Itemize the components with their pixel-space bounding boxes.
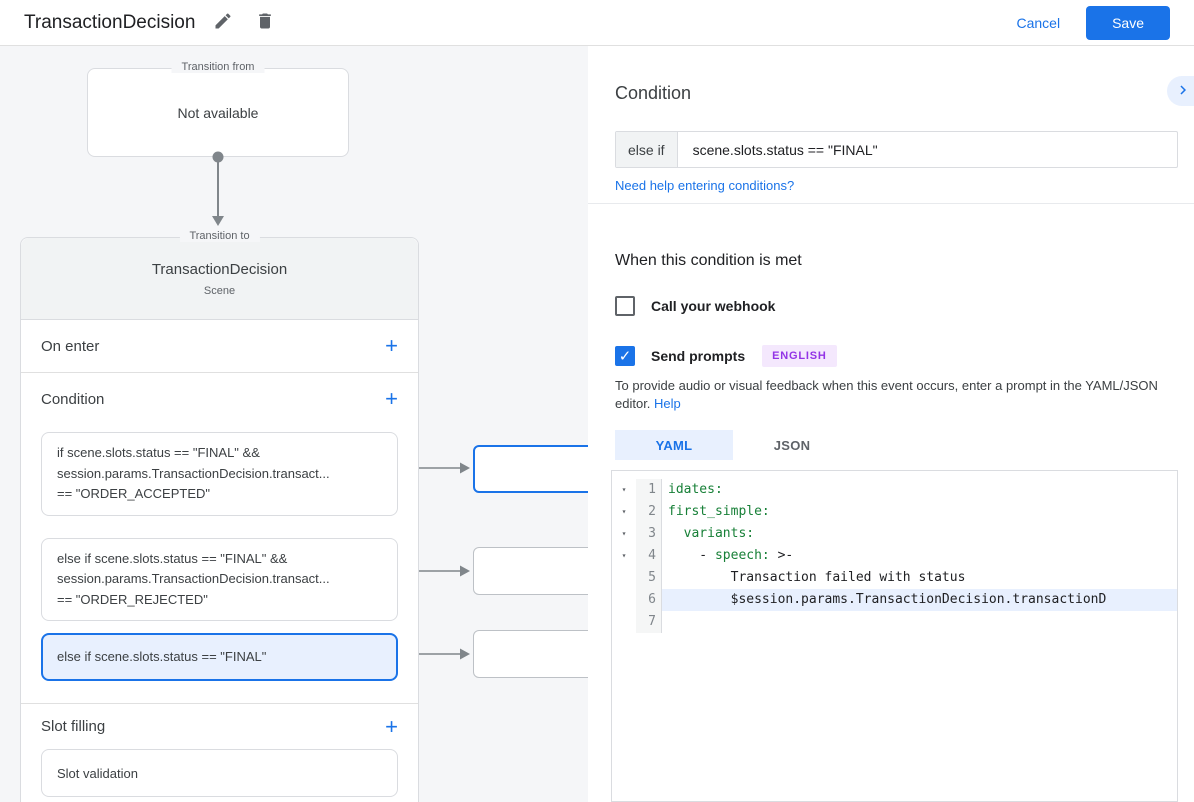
condition-card-order-accepted[interactable]: if scene.slots.status == "FINAL" && sess… bbox=[41, 432, 398, 516]
fold-arrow-icon[interactable]: ▾ bbox=[612, 545, 636, 567]
chevron-right-icon bbox=[1174, 81, 1192, 102]
transition-from-legend: Transition from bbox=[171, 61, 265, 73]
condition-help-link[interactable]: Need help entering conditions? bbox=[615, 178, 795, 193]
panel-divider bbox=[588, 203, 1194, 204]
save-button[interactable]: Save bbox=[1086, 5, 1170, 40]
panel-subheading: When this condition is met bbox=[615, 252, 802, 269]
transition-to-legend: Transition to bbox=[179, 230, 260, 242]
trash-icon bbox=[255, 11, 275, 34]
code-line: ▾ 4 - speech: >- bbox=[612, 545, 1177, 567]
delete-button[interactable] bbox=[251, 9, 279, 37]
call-webhook-checkbox[interactable] bbox=[615, 296, 635, 316]
condition-label: Condition bbox=[41, 390, 105, 408]
code-line: 5 Transaction failed with status bbox=[612, 567, 1177, 589]
panel-heading: Condition bbox=[615, 83, 692, 103]
transition-target-box-3[interactable] bbox=[473, 630, 588, 678]
editor-tabs: YAML JSON bbox=[615, 430, 851, 460]
check-icon: ✓ bbox=[618, 348, 632, 365]
on-enter-section: On enter + bbox=[21, 320, 418, 373]
scene-diagram-canvas: Transition from Not available Transition… bbox=[0, 46, 588, 802]
condition-card-final-selected[interactable]: else if scene.slots.status == "FINAL" bbox=[41, 633, 398, 681]
page-title: TransactionDecision bbox=[24, 11, 196, 33]
language-badge: ENGLISH bbox=[762, 345, 837, 367]
code-line: ▾ 2 first_simple: bbox=[612, 501, 1177, 523]
code-line: ▾ 1 idates: bbox=[612, 479, 1177, 501]
condition-card-order-rejected[interactable]: else if scene.slots.status == "FINAL" &&… bbox=[41, 537, 398, 621]
code-line-highlighted: 6 $session.params.TransactionDecision.tr… bbox=[612, 589, 1177, 611]
condition-expression-input[interactable] bbox=[677, 132, 1177, 167]
fold-arrow-icon[interactable]: ▾ bbox=[612, 501, 636, 523]
transition-from-content: Not available bbox=[177, 104, 259, 121]
edit-button[interactable] bbox=[209, 9, 237, 37]
call-webhook-label: Call your webhook bbox=[651, 298, 776, 314]
slot-validation-card[interactable]: Slot validation bbox=[41, 749, 398, 797]
fold-arrow-icon[interactable]: ▾ bbox=[612, 523, 636, 545]
condition-section: Condition + if scene.slots.status == "FI… bbox=[21, 373, 418, 704]
condition-detail-panel: Condition else if Need help entering con… bbox=[588, 46, 1194, 802]
scene-subtitle: Scene bbox=[203, 284, 236, 297]
add-slot-button[interactable]: + bbox=[385, 713, 398, 739]
top-bar: TransactionDecision Cancel Save bbox=[0, 0, 1194, 46]
condition-expression-row: else if bbox=[615, 131, 1178, 168]
slot-filling-label: Slot filling bbox=[41, 718, 106, 735]
code-line: 7 bbox=[612, 611, 1177, 633]
add-on-enter-button[interactable]: + bbox=[385, 333, 398, 358]
slot-filling-section: Slot filling + Slot validation bbox=[21, 704, 418, 797]
yaml-code-editor[interactable]: ▾ 1 idates: ▾ 2 first_simple: ▾ 3 varian… bbox=[611, 470, 1178, 802]
add-condition-button[interactable]: + bbox=[385, 386, 398, 411]
transition-target-box-1[interactable] bbox=[473, 445, 588, 493]
webhook-row: Call your webhook bbox=[615, 296, 775, 316]
scene-title: TransactionDecision bbox=[151, 260, 288, 278]
transition-target-box-2[interactable] bbox=[473, 547, 588, 595]
cancel-button[interactable]: Cancel bbox=[1016, 14, 1061, 31]
prompts-row: ✓ Send prompts ENGLISH bbox=[615, 345, 837, 367]
collapse-panel-button[interactable] bbox=[1167, 76, 1194, 106]
transition-from-box: Transition from Not available bbox=[87, 61, 349, 157]
transition-to-card: Transition to TransactionDecision Scene … bbox=[20, 230, 419, 802]
on-enter-label: On enter bbox=[41, 337, 100, 355]
code-line: ▾ 3 variants: bbox=[612, 523, 1177, 545]
prompt-helper-text: To provide audio or visual feedback when… bbox=[615, 378, 1158, 411]
send-prompts-checkbox[interactable]: ✓ bbox=[615, 346, 635, 366]
scene-header: TransactionDecision Scene bbox=[21, 238, 418, 320]
help-link[interactable]: Help bbox=[654, 395, 681, 411]
tab-json[interactable]: JSON bbox=[733, 430, 851, 460]
send-prompts-label: Send prompts bbox=[651, 348, 746, 364]
fold-arrow-icon[interactable]: ▾ bbox=[612, 479, 636, 501]
tab-yaml[interactable]: YAML bbox=[615, 430, 733, 460]
pencil-icon bbox=[213, 11, 233, 34]
condition-prefix: else if bbox=[616, 132, 678, 167]
